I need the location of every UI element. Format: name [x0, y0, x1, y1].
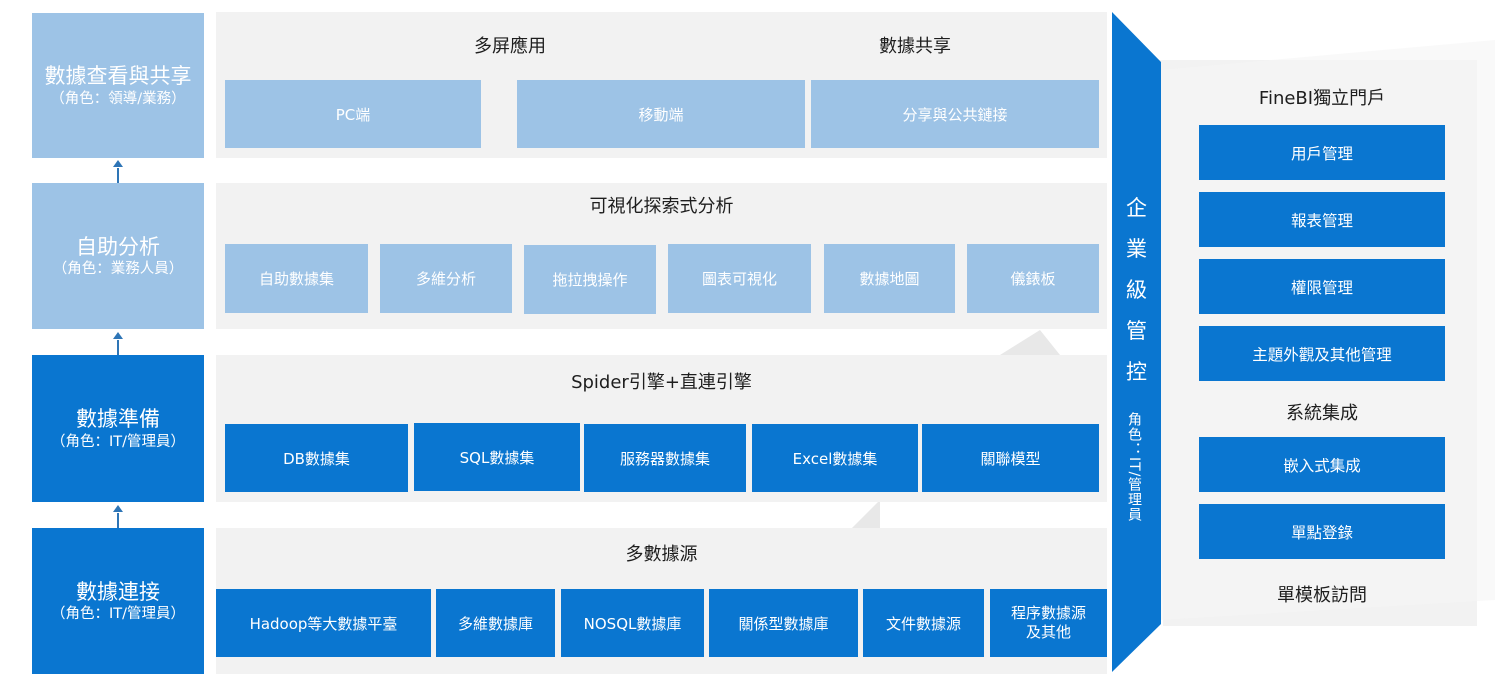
- role-title: 自助分析: [76, 234, 160, 259]
- item-box: 關係型數據庫: [709, 589, 858, 657]
- layer-heading: 多屏應用: [474, 36, 546, 57]
- item-box: 服務器數據集: [584, 424, 746, 492]
- item-box: 圖表可視化: [668, 244, 811, 313]
- layer-heading: 多數據源: [625, 544, 698, 565]
- role-self-analysis: 自助分析 （角色：業務人員）: [32, 183, 204, 329]
- enterprise-char: 級: [1126, 278, 1147, 302]
- integration-item: 嵌入式集成: [1199, 437, 1445, 492]
- item-box: 程序數據源 及其他: [990, 589, 1107, 657]
- item-box: 拖拉拽操作: [524, 245, 656, 314]
- item-box: 移動端: [517, 80, 805, 148]
- integration-title: 系統集成: [1286, 403, 1358, 424]
- item-box: PC端: [225, 80, 481, 148]
- item-box-line: 程序數據源: [1010, 604, 1086, 623]
- layer-heading: Spider引擎+直連引擎: [571, 372, 752, 393]
- role-data-connect: 數據連接 （角色：IT/管理員）: [32, 528, 204, 674]
- portal-footer: 單模板訪問: [1277, 585, 1367, 606]
- role-data-prep: 數據準備 （角色：IT/管理員）: [32, 355, 204, 502]
- item-box: DB數據集: [225, 424, 408, 492]
- layer-heading: 數據共享: [879, 36, 951, 57]
- item-box: 數據地圖: [824, 244, 955, 313]
- layer-heading: 可視化探索式分析: [589, 196, 734, 217]
- role-subtitle: （角色：領導/業務）: [50, 90, 186, 107]
- role-subtitle: （角色：IT/管理員）: [50, 433, 186, 450]
- portal-item: 主題外觀及其他管理: [1199, 326, 1445, 381]
- enterprise-char: 管: [1126, 319, 1147, 343]
- role-subtitle: （角色：業務人員）: [52, 261, 184, 278]
- arrow-up-icon: [113, 160, 123, 167]
- item-box: 多維數據庫: [436, 589, 555, 657]
- item-box: SQL數據集: [414, 423, 580, 491]
- enterprise-char: 控: [1126, 360, 1147, 384]
- item-box: 自助數據集: [225, 244, 368, 313]
- enterprise-role: 角色：IT/管理員: [1124, 412, 1144, 542]
- portal-item: 用戶管理: [1199, 125, 1445, 180]
- arrow-stem: [117, 340, 119, 355]
- arrow-up-icon: [113, 505, 123, 512]
- enterprise-bar-shape: [1112, 12, 1161, 672]
- portal-title: FineBI獨立門戶: [1258, 88, 1386, 109]
- role-title: 數據連接: [76, 579, 160, 604]
- item-box-line: 及其他: [1025, 623, 1071, 641]
- integration-item: 單點登錄: [1199, 504, 1445, 559]
- portal-item: 報表管理: [1199, 192, 1445, 247]
- item-box: 儀錶板: [967, 244, 1099, 313]
- enterprise-char: 業: [1126, 237, 1147, 261]
- item-box: 多維分析: [380, 244, 512, 313]
- role-title: 數據準備: [76, 407, 160, 432]
- enterprise-role-text: 角色：IT/管理員: [1126, 412, 1142, 523]
- portal-item: 權限管理: [1199, 259, 1445, 314]
- role-title: 數據查看與共享: [44, 64, 192, 89]
- role-subtitle: （角色：IT/管理員）: [50, 606, 186, 623]
- item-box: 分享與公共鏈接: [811, 80, 1099, 148]
- arrow-up-icon: [113, 332, 123, 339]
- enterprise-char: 企: [1126, 196, 1147, 220]
- arrow-stem: [117, 168, 119, 183]
- item-box: 文件數據源: [863, 589, 984, 657]
- item-box: NOSQL數據庫: [561, 589, 704, 657]
- item-box: 關聯模型: [922, 424, 1099, 492]
- item-box: Excel數據集: [752, 424, 918, 492]
- item-box: Hadoop等大數據平臺: [216, 589, 431, 657]
- role-view-share: 數據查看與共享 （角色：領導/業務）: [32, 13, 204, 158]
- arrow-stem: [117, 513, 119, 528]
- enterprise-label: 企 業 級 管 控: [1112, 188, 1161, 393]
